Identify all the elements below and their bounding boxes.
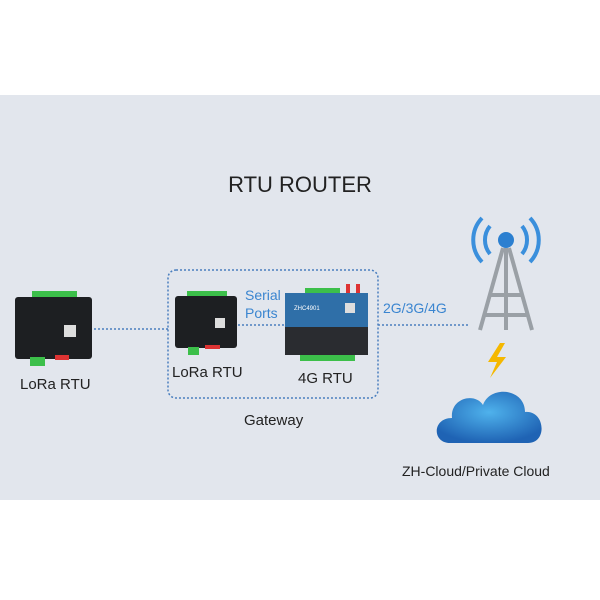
- lora-rtu-left-device: [15, 291, 92, 366]
- gateway-label: Gateway: [244, 412, 304, 429]
- lora-rtu-gateway-label: LoRa RTU: [172, 364, 243, 381]
- network-label: 2G/3G/4G: [383, 300, 447, 316]
- 4g-rtu-label: 4G RTU: [298, 370, 353, 387]
- diagram-title: RTU ROUTER: [228, 172, 372, 197]
- cloud-icon: [436, 391, 542, 443]
- lora-rtu-left-label: LoRa RTU: [20, 376, 91, 393]
- serial-ports-label: Serial Ports: [245, 287, 281, 321]
- gateway-box: [167, 269, 379, 399]
- cell-tower-icon: [471, 216, 541, 331]
- lightning-bolt-icon: [488, 343, 506, 378]
- lora-rtu-gateway-device: [175, 291, 237, 355]
- cloud-label: ZH-Cloud/Private Cloud: [402, 463, 550, 479]
- 4g-rtu-device: [285, 284, 368, 361]
- device-model-label: ZHC4901: [294, 306, 320, 312]
